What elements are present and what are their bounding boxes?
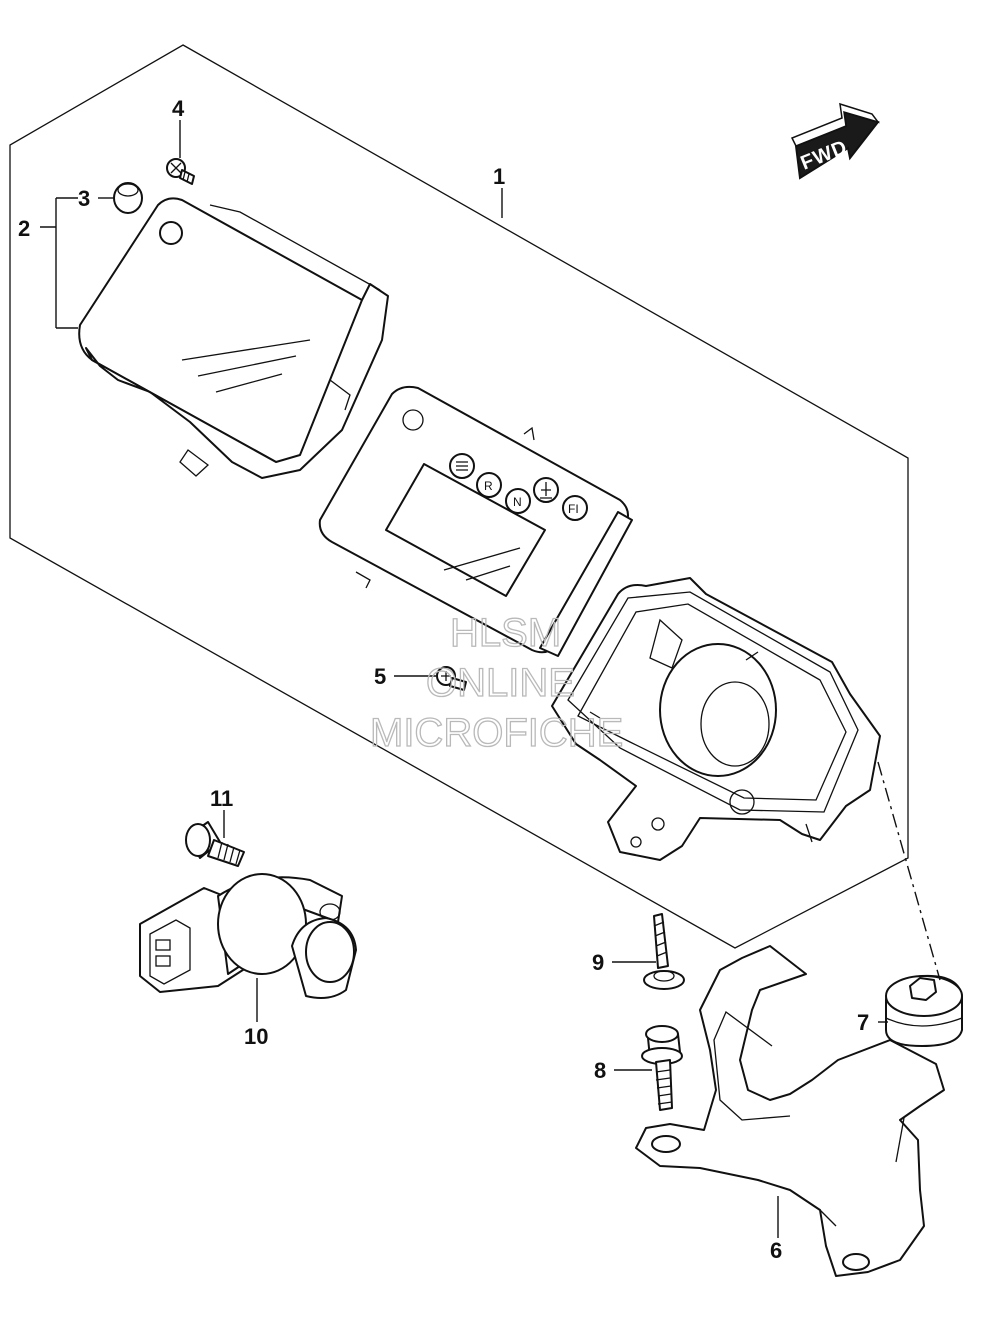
watermark-line-2: ONLINE (426, 661, 575, 705)
screw-9 (643, 913, 685, 990)
watermark-line-3: MICROFICHE (370, 711, 623, 755)
bracket-6 (635, 945, 945, 1277)
assembly-outline (9, 44, 909, 949)
damper-7 (885, 974, 963, 1047)
indicator-lamp-reverse: R (476, 472, 502, 498)
callout-3: 3 (78, 186, 90, 211)
callout-11: 11 (210, 786, 233, 811)
screw-4 (166, 158, 195, 185)
callout-6: 6 (770, 1238, 782, 1263)
callout-4: 4 (172, 96, 185, 121)
callout-5: 5 (374, 664, 386, 689)
indicator-lamp-headlight (449, 453, 475, 479)
svg-text:R: R (484, 479, 493, 493)
grommet-3 (113, 182, 143, 214)
meter-housing (551, 577, 881, 861)
leader-2 (40, 197, 78, 329)
callout-1: 1 (493, 164, 505, 189)
alignment-line (877, 761, 941, 981)
fwd-arrow-badge: FWD (790, 102, 880, 180)
meter-face-panel: R N FI (318, 385, 633, 657)
callout-7: 7 (857, 1010, 869, 1035)
callout-10: 10 (244, 1024, 268, 1049)
screw-5 (436, 666, 467, 691)
speed-sensor-10 (139, 873, 357, 999)
callout-8: 8 (594, 1058, 606, 1083)
indicator-lamp-fi: FI (562, 495, 588, 521)
svg-text:FI: FI (568, 502, 579, 516)
callout-2: 2 (18, 216, 30, 241)
watermark-line-1: HLSM (450, 611, 561, 655)
watermark: HLSM ONLINE MICROFICHE (369, 610, 624, 755)
indicator-lamp-coolant (533, 477, 559, 503)
indicator-lamp-neutral: N (505, 488, 531, 514)
bolt-11 (185, 821, 245, 867)
meter-cover (78, 197, 389, 479)
bolt-8 (641, 1025, 683, 1111)
svg-text:N: N (513, 495, 522, 509)
callout-9: 9 (592, 950, 604, 975)
